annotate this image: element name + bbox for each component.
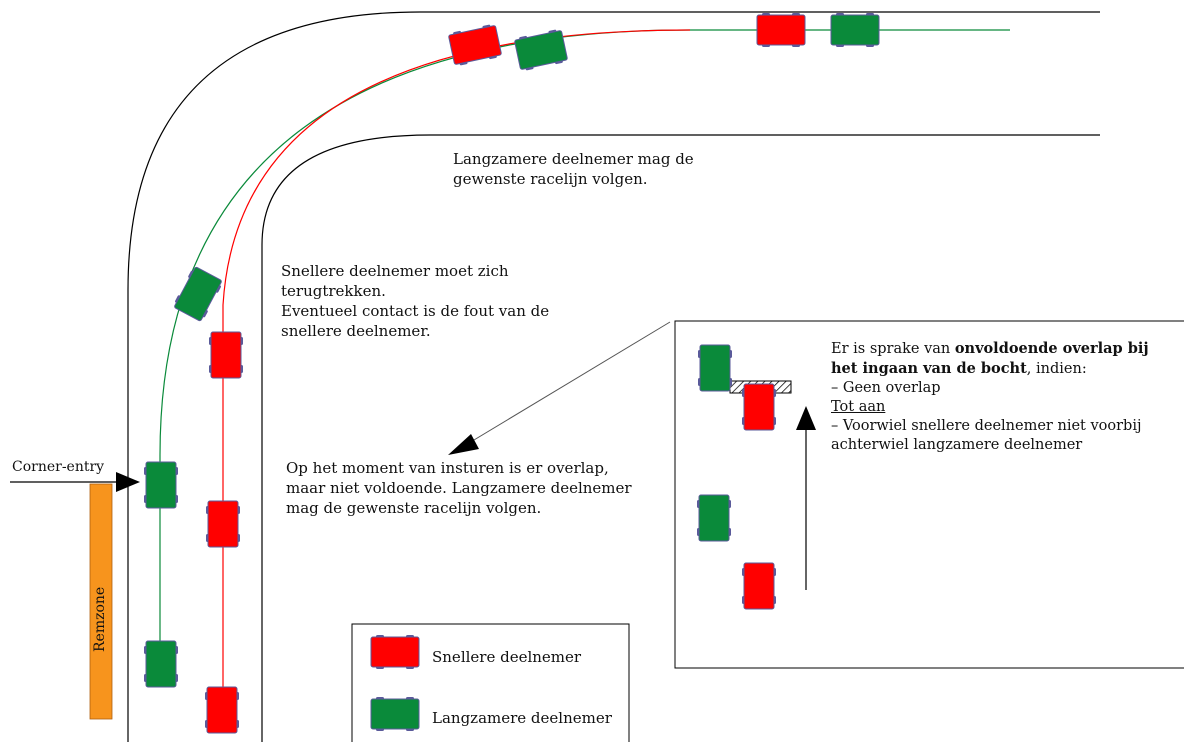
inset-box [674, 320, 1184, 669]
text-line: gewenste racelijn volgen. [453, 170, 648, 188]
text-line: Langzamere deelnemer mag de [453, 150, 694, 168]
track-outer-edge [127, 11, 1100, 742]
text-line: Op het moment van insturen is er overlap… [286, 459, 609, 477]
overlap-not-enough-text: Op het moment van insturen is er overlap… [286, 458, 632, 518]
legend-slower-label: Langzamere deelnemer [432, 709, 612, 727]
faster-car-3 [205, 686, 239, 734]
remzone-bar [89, 483, 113, 720]
corner-entry-arrowhead [116, 472, 140, 492]
inset-slower-car-2 [697, 494, 731, 542]
inset-up-arrowhead [796, 406, 816, 430]
text-line: Snellere deelnemer moet zich [281, 262, 509, 280]
pointer-arrowhead [448, 434, 479, 455]
text-line: mag de gewenste racelijn volgen. [286, 499, 542, 517]
slower-may-follow-text: Langzamere deelnemer mag de gewenste rac… [453, 149, 694, 189]
inset-line-4: Tot aan [831, 399, 886, 415]
faster-car-2 [206, 500, 240, 548]
inset-faster-car-2 [742, 562, 776, 610]
legend-slower-car [370, 697, 420, 731]
faster-must-retreat-text: Snellere deelnemer moet zich terugtrekke… [281, 261, 549, 341]
remzone-label: Remzone [92, 586, 108, 652]
legend-faster-car [370, 635, 420, 669]
inset-explanation: Er is sprake van onvoldoende overlap bij… [831, 339, 1149, 455]
inset-faster-car-1 [742, 383, 776, 431]
inset-line-2: het ingaan van de bocht, indien: [831, 360, 1087, 377]
text-line: Eventueel contact is de fout van de [281, 302, 550, 320]
inset-line-5: – Voorwiel snellere deelnemer niet voorb… [831, 418, 1142, 434]
car-body [210, 331, 242, 379]
slower-car-4 [514, 29, 568, 71]
inset-line-1: Er is sprake van onvoldoende overlap bij [831, 340, 1149, 357]
car-body [174, 266, 222, 322]
car-body [145, 640, 177, 688]
slower-car-5 [830, 13, 880, 47]
car-body [370, 698, 420, 730]
faster-car-4 [448, 24, 502, 66]
car-body [514, 30, 568, 70]
car-body [756, 14, 806, 46]
car-body [145, 461, 177, 509]
faster-car-1 [209, 331, 243, 379]
car-body [206, 686, 238, 734]
slower-racing-line [159, 29, 1010, 680]
car-body [743, 383, 775, 431]
legend-faster-label: Snellere deelnemer [432, 648, 582, 666]
car-body [448, 25, 502, 65]
slower-car-3 [174, 266, 222, 322]
text-line: snellere deelnemer. [281, 322, 431, 340]
inset-line-3: – Geen overlap [831, 380, 941, 396]
car-body [698, 494, 730, 542]
track-inner-edge [261, 134, 1100, 742]
faster-racing-line [222, 29, 691, 705]
car-body [830, 14, 880, 46]
slower-car-1 [144, 461, 178, 509]
slower-car-2 [144, 640, 178, 688]
car-body [699, 344, 731, 392]
corner-entry-label: Corner-entry [12, 459, 105, 475]
faster-car-5 [756, 13, 806, 47]
text-line: maar niet voldoende. Langzamere deelneme… [286, 479, 632, 497]
car-body [370, 636, 420, 668]
car-body [207, 500, 239, 548]
inset-slower-car-1 [698, 344, 732, 392]
pointer-line [463, 321, 671, 447]
text-line: terugtrekken. [281, 282, 386, 300]
car-body [743, 562, 775, 610]
inset-line-6: achterwiel langzamere deelnemer [831, 437, 1083, 453]
